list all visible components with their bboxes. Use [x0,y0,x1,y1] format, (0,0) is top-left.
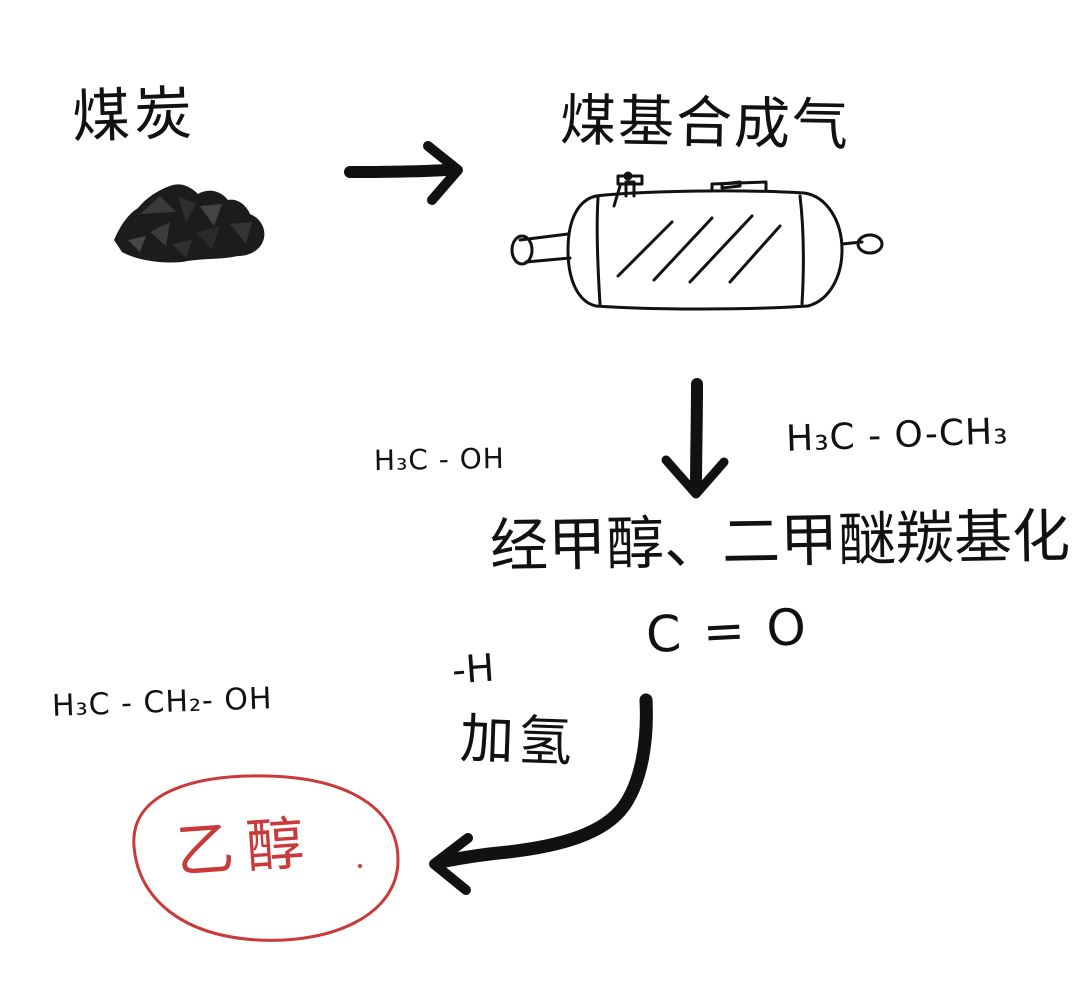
arrow-right-icon [344,141,463,205]
carbonyl-formula: C = O [644,597,811,665]
coal-label: 煤炭 [70,78,198,152]
process-label: 经甲醇、二甲醚羰基化 [489,501,1071,581]
coal-pile-icon [114,184,265,263]
syngas-reactor-icon [510,171,884,311]
arrow-curved-icon [429,693,653,895]
arrow-down-icon [661,378,729,499]
methanol-formula: H₃C - OH [373,441,506,478]
dimethyl-ether-formula: H₃C - O-CH₃ [785,411,1010,460]
ethanol-circle [132,774,400,942]
hydrogenation-label: 加氢 [458,706,578,775]
hydrogen-group-label: -H [450,645,496,693]
ethanol-label: 乙醇 [173,808,319,886]
ethanol-formula: H₃C - CH₂- OH [51,681,274,724]
syngas-label: 煤基合成气 [559,88,851,159]
